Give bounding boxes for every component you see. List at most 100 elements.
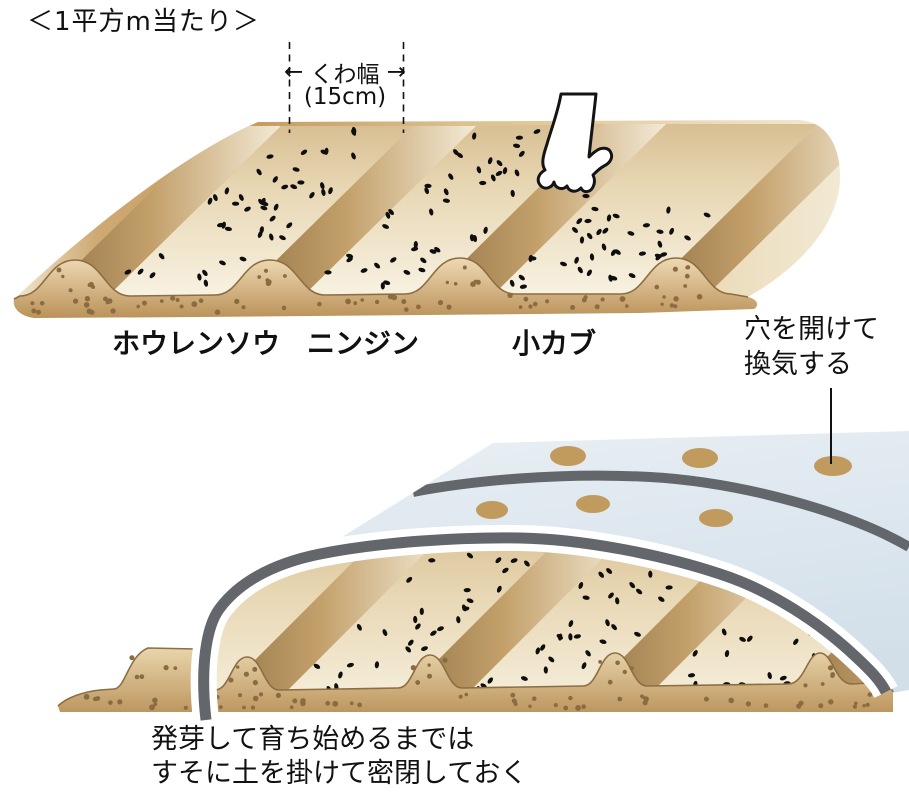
soil-dot — [95, 696, 101, 701]
soil-dot — [159, 299, 164, 303]
soil-dot — [703, 696, 709, 702]
soil-dot — [763, 703, 769, 708]
soil-dot — [518, 305, 523, 309]
seed — [124, 269, 132, 275]
seed — [419, 607, 424, 616]
seed — [429, 249, 437, 254]
soil-dot — [673, 296, 679, 302]
seed — [779, 675, 787, 681]
seed — [582, 595, 590, 600]
seed — [415, 623, 421, 630]
soil-dot — [61, 274, 65, 279]
seed — [292, 167, 300, 172]
soil-dot — [175, 298, 180, 302]
seed — [648, 570, 653, 578]
ventilation-hole — [476, 501, 508, 519]
seed — [612, 213, 620, 219]
seed — [286, 222, 293, 229]
seed — [406, 576, 413, 583]
soil-dot — [236, 665, 240, 669]
soil-dot — [252, 695, 259, 702]
soil-dot — [357, 702, 362, 708]
soil-dot — [36, 309, 41, 315]
seed — [540, 644, 546, 651]
seed — [382, 629, 388, 637]
seed — [428, 558, 436, 563]
soil-dot — [745, 701, 752, 707]
seed — [692, 650, 698, 657]
seed — [420, 257, 427, 264]
seed — [356, 623, 362, 631]
soil-dot — [391, 294, 398, 301]
seed — [346, 662, 354, 668]
soil-dot — [404, 307, 409, 312]
seed — [543, 666, 548, 674]
soil-dot — [570, 305, 576, 310]
soil-dot — [83, 693, 90, 700]
soil-dot — [179, 304, 184, 309]
seed — [573, 634, 581, 639]
seed — [413, 241, 418, 249]
seed — [272, 176, 278, 183]
soil-dot — [173, 666, 178, 670]
seed — [260, 205, 268, 211]
seed — [313, 663, 321, 669]
soil-dot — [818, 703, 824, 709]
ventilation-hole — [814, 456, 852, 476]
seed — [207, 197, 213, 205]
soil-dot — [446, 304, 452, 310]
seed — [654, 253, 662, 259]
furrow-ridge — [430, 124, 666, 295]
soil-dot — [545, 299, 550, 304]
seed — [437, 626, 444, 632]
seed — [524, 560, 530, 567]
soil-dot — [830, 673, 835, 678]
seed — [687, 673, 696, 678]
bottom-caption-line: 発芽して育ち始めるまでは — [151, 724, 475, 755]
seed — [429, 208, 434, 216]
crop-label-carrot: ニンジン — [307, 327, 420, 360]
seed — [424, 183, 432, 189]
ventilation-hole — [576, 495, 610, 513]
seed — [495, 557, 502, 564]
soil-dot — [275, 692, 281, 699]
hoe-width-measurement: (15cm) — [303, 84, 387, 110]
seed — [405, 646, 412, 653]
seed — [572, 227, 578, 233]
seed — [574, 256, 579, 264]
soil-dot — [281, 305, 287, 311]
seed — [413, 615, 418, 624]
seed — [502, 567, 509, 574]
seed — [721, 628, 727, 636]
hoe-width-text: くわ幅 — [310, 62, 380, 88]
soil-dot — [283, 274, 287, 278]
seed — [568, 633, 573, 641]
seed — [238, 194, 244, 201]
soil-dot — [445, 280, 449, 285]
seed — [472, 132, 477, 140]
soil-dot — [250, 705, 256, 710]
soil-dot — [292, 698, 298, 704]
seed — [232, 201, 240, 206]
soil-dot — [31, 308, 37, 314]
seed — [496, 585, 502, 593]
seed — [634, 631, 641, 637]
soil-dot — [453, 282, 458, 286]
scattered-seeds — [124, 126, 711, 290]
soil-dot — [427, 673, 432, 679]
seed — [656, 229, 664, 234]
bottom-caption: 発芽して育ち始めるまでは すそに土を掛けて密閉しておく — [151, 723, 527, 791]
seed — [456, 616, 461, 624]
soil-dot — [129, 655, 135, 661]
seed — [657, 240, 663, 248]
soil-dot — [553, 703, 558, 708]
seed — [642, 223, 650, 228]
soil-dot — [243, 671, 249, 677]
soil-dot — [654, 284, 660, 290]
seed — [424, 187, 430, 195]
soil-dot — [568, 695, 573, 701]
soil-dot — [242, 705, 246, 710]
furrow-ridge — [215, 545, 448, 700]
soil-dot — [683, 284, 688, 288]
seed — [360, 268, 368, 273]
